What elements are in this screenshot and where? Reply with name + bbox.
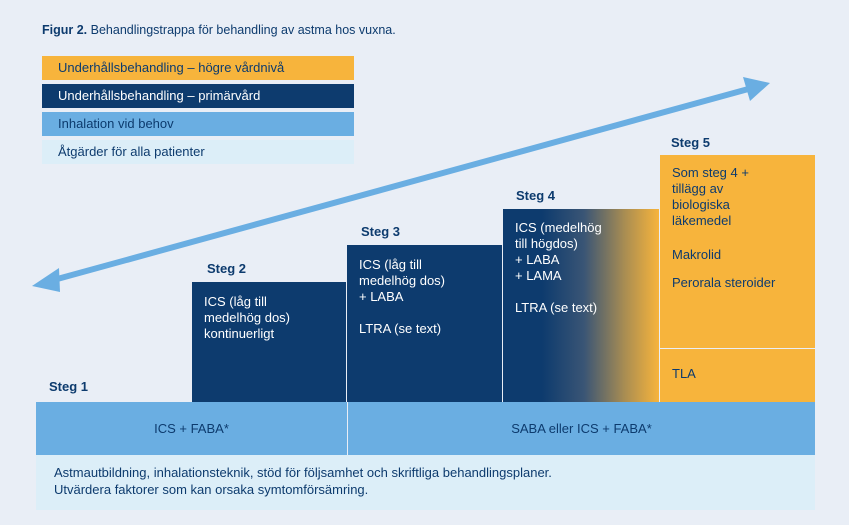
inhalation-step1-2: ICS + FABA* bbox=[36, 402, 347, 455]
figure-number: Figur 2. bbox=[42, 23, 88, 37]
step5-tla: TLA bbox=[672, 366, 696, 381]
spacer bbox=[359, 305, 490, 321]
step5-line: läkemedel bbox=[672, 213, 732, 228]
step5-line: biologiska bbox=[672, 197, 730, 212]
step2-line: medelhög dos) bbox=[204, 310, 290, 325]
step5-label: Steg 5 bbox=[671, 135, 711, 150]
step5-line: tillägg av bbox=[672, 181, 724, 196]
step1-label: Steg 1 bbox=[49, 379, 89, 394]
step5-line: Som steg 4 + bbox=[672, 165, 749, 180]
step5-tla-box: TLA bbox=[660, 349, 815, 402]
all-patients-line1: Astmautbildning, inhalationsteknik, stöd… bbox=[54, 465, 552, 480]
step5-box: Som steg 4 + tillägg av biologiska läkem… bbox=[660, 155, 815, 348]
step4-ltra: LTRA (se text) bbox=[515, 300, 598, 315]
step4-line: + LAMA bbox=[515, 268, 562, 283]
inhalation-right-text: SABA eller ICS + FABA* bbox=[511, 421, 652, 436]
inhalation-step3-5: SABA eller ICS + FABA* bbox=[348, 402, 815, 455]
step3-label: Steg 3 bbox=[361, 224, 401, 239]
arrow-shaft bbox=[49, 85, 753, 284]
step3-line: ICS (låg till bbox=[359, 257, 422, 272]
step5-makrolid: Makrolid bbox=[672, 247, 722, 262]
arrow-head-right bbox=[743, 77, 770, 101]
figure-caption: Behandlingstrappa för behandling av astm… bbox=[87, 23, 396, 37]
step2-label: Steg 2 bbox=[207, 261, 247, 276]
arrow-head-left bbox=[32, 268, 60, 292]
spacer bbox=[515, 284, 647, 300]
inhalation-left-text: ICS + FABA* bbox=[154, 421, 229, 436]
step3-box: ICS (låg till medelhög dos) + LABA LTRA … bbox=[347, 245, 502, 402]
step3-line: medelhög dos) bbox=[359, 273, 445, 288]
step4-line: + LABA bbox=[515, 252, 560, 267]
legend-inhalation-as-needed: Inhalation vid behov bbox=[42, 112, 354, 136]
all-patients-line2: Utvärdera faktorer som kan orsaka symtom… bbox=[54, 482, 369, 497]
legend-higher-care: Underhållsbehandling – högre vårdnivå bbox=[42, 56, 354, 80]
legend-primary-care: Underhållsbehandling – primärvård bbox=[42, 84, 354, 108]
step2-box: ICS (låg till medelhög dos) kontinuerlig… bbox=[192, 282, 346, 402]
figure-title: Figur 2. Behandlingstrappa för behandlin… bbox=[42, 23, 396, 37]
step4-box: ICS (medelhög till högdos) + LABA + LAMA… bbox=[503, 209, 659, 402]
step5-oral-steroids: Perorala steroider bbox=[672, 275, 776, 290]
step4-label: Steg 4 bbox=[516, 188, 556, 203]
all-patients-measures: Astmautbildning, inhalationsteknik, stöd… bbox=[36, 455, 815, 510]
step4-line: ICS (medelhög bbox=[515, 220, 602, 235]
step4-line: till högdos) bbox=[515, 236, 578, 251]
step3-ltra: LTRA (se text) bbox=[359, 321, 442, 336]
step2-line: ICS (låg till bbox=[204, 294, 267, 309]
step3-line: + LABA bbox=[359, 289, 404, 304]
legend-all-patients: Åtgärder för alla patienter bbox=[42, 140, 354, 164]
step2-line: kontinuerligt bbox=[204, 326, 275, 341]
